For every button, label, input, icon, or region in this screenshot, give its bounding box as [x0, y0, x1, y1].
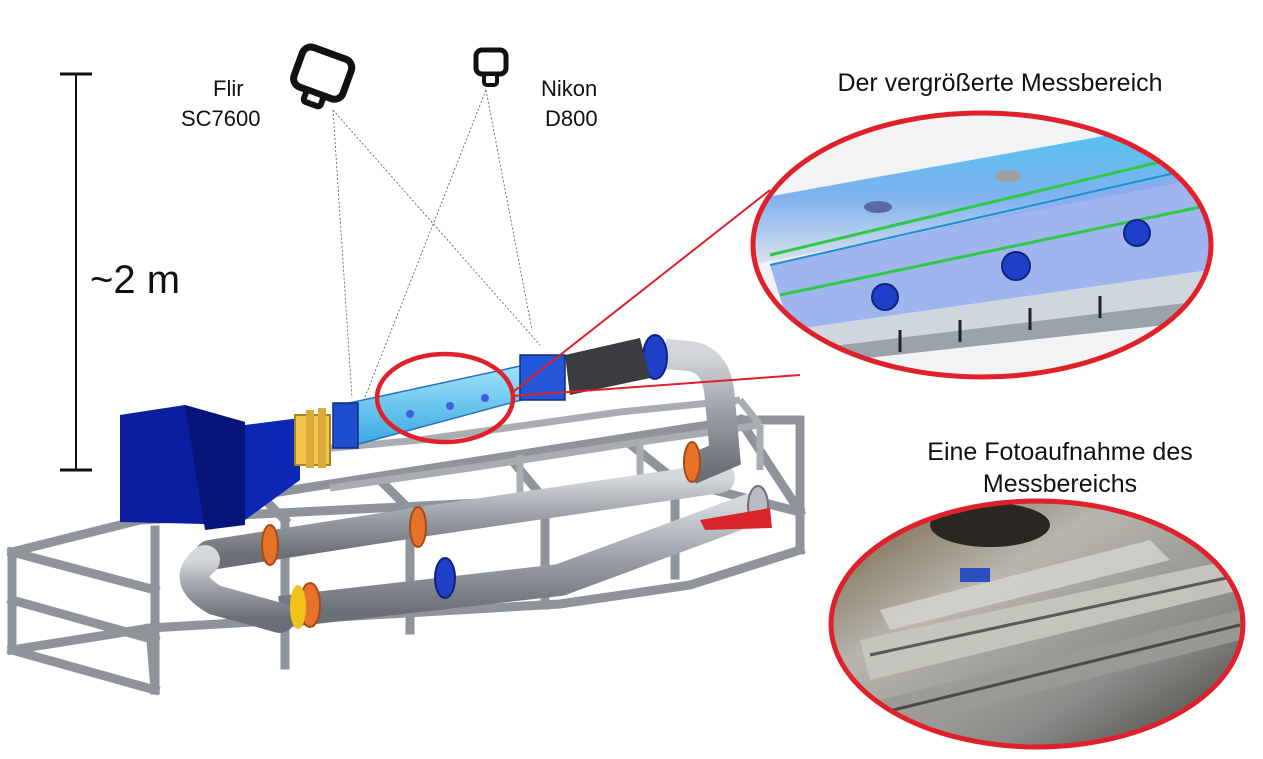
scale-bar: [60, 72, 92, 472]
measurement-area-highlight: [374, 351, 516, 445]
nikon-camera-label: Nikon D800: [541, 74, 598, 134]
zoom-connector-bottom: [512, 374, 801, 397]
nikon-camera-icon: [473, 47, 509, 87]
flir-label-line1: Flir: [213, 76, 244, 101]
zoom-callout: [750, 110, 1214, 380]
camera-sight-lines: [332, 89, 541, 431]
photo-callout-title: Eine Fotoaufnahme des Messbereichs: [880, 436, 1240, 500]
zoom-callout-title: Der vergrößerte Messbereich: [837, 69, 1163, 97]
zoom-connector-top: [512, 189, 771, 393]
scale-label: ~2 m: [90, 258, 181, 302]
photo-callout: [828, 498, 1246, 750]
fan-housing: [120, 405, 331, 530]
photo-title-line1: Eine Fotoaufnahme des: [927, 438, 1193, 466]
flanges: [261, 334, 701, 629]
flir-camera-icon: [290, 43, 356, 110]
nikon-label-line1: Nikon: [541, 76, 598, 101]
flir-camera-label: Flir SC7600: [181, 74, 279, 134]
test-rig: [6, 189, 807, 696]
flir-label-line2: SC7600: [181, 106, 261, 131]
nikon-label-line2: D800: [545, 106, 598, 131]
photo-title-line2: Messbereichs: [982, 470, 1138, 498]
